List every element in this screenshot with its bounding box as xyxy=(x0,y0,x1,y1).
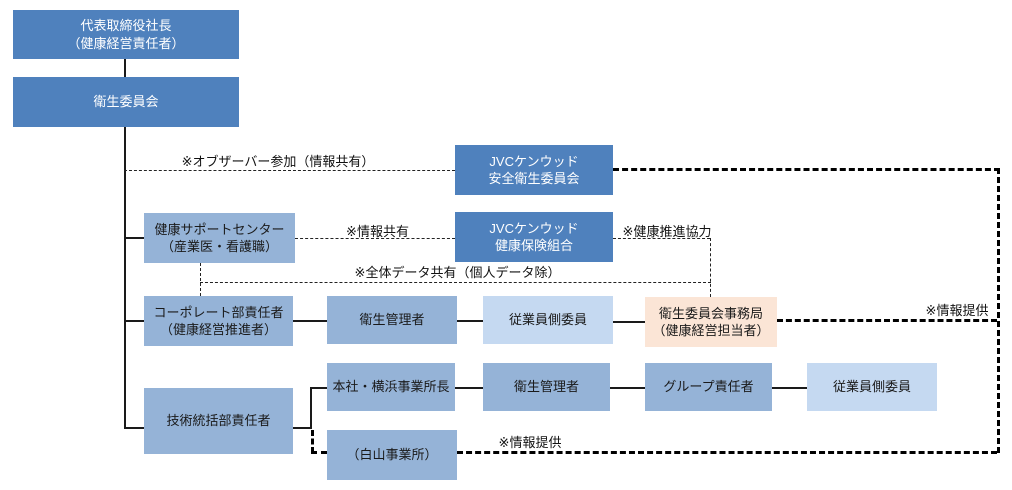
label-health-promotion: ※健康推進協力 xyxy=(622,224,712,239)
label-data-share: ※全体データ共有（個人データ除） xyxy=(354,265,561,280)
org-box-hygiene-manager-1: 衛生管理者 xyxy=(327,296,457,344)
dashed-data-share-v xyxy=(200,263,201,296)
connector-to-health-support xyxy=(124,237,144,239)
bold-dash-secretariat-right xyxy=(777,319,997,322)
org-box-jvc-safety-committee: JVCケンウッド 安全衛生委員会 xyxy=(455,145,613,195)
org-box-hygiene-manager-2: 衛生管理者 xyxy=(483,363,610,411)
label-info-provide-right: ※情報提供 xyxy=(925,303,989,318)
bold-dash-hakusan-vertical xyxy=(311,430,314,453)
connector-manager2-group xyxy=(610,387,645,389)
label-info-share: ※情報共有 xyxy=(346,224,409,239)
connector-main-vertical xyxy=(124,127,126,429)
connector-hq-manager2 xyxy=(455,387,483,389)
org-box-group-head: グループ責任者 xyxy=(645,363,772,411)
bold-dash-safety-right xyxy=(613,168,1000,171)
org-box-employee-member-1: 従業員側委員 xyxy=(483,296,613,344)
org-box-hygiene-committee: 衛生委員会 xyxy=(13,77,239,127)
org-box-tech-division-head: 技術統括部責任者 xyxy=(144,388,293,454)
bold-dash-bottom xyxy=(457,451,997,454)
connector-to-tech-division xyxy=(124,427,144,429)
dashed-health-promo-v xyxy=(710,238,711,297)
org-box-health-support-center: 健康サポートセンター （産業医・看護職） xyxy=(144,213,295,263)
connector-employee1-secretariat xyxy=(613,321,645,323)
connector-corporate-manager1 xyxy=(293,320,327,322)
dashed-info-share-line xyxy=(295,238,455,239)
dashed-health-promo-h xyxy=(613,238,710,239)
connector-manager1-employee1 xyxy=(457,320,483,322)
connector-group-employee2 xyxy=(772,387,807,389)
org-box-secretariat: 衛生委員会事務局 （健康経営担当者） xyxy=(645,297,777,347)
dashed-data-share-h xyxy=(200,282,711,283)
connector-to-corporate xyxy=(124,320,144,322)
connector-tech-junction xyxy=(293,427,312,429)
label-info-provide-bottom: ※情報提供 xyxy=(498,435,562,450)
connector-president-hygiene xyxy=(124,59,126,77)
dashed-observer-line xyxy=(124,170,455,171)
org-box-employee-member-2: 従業員側委員 xyxy=(807,363,937,411)
label-observer-participation: ※オブザーバー参加（情報共有） xyxy=(181,154,375,169)
org-box-corporate-head: コーポレート部責任者 （健康経営推進者） xyxy=(144,296,293,346)
org-box-president: 代表取締役社長 （健康経営責任者） xyxy=(13,10,239,59)
bold-dash-hakusan-link xyxy=(311,451,327,454)
connector-junction-vertical xyxy=(310,387,312,429)
bold-dash-right-vertical xyxy=(997,168,1000,453)
connector-junction-hq xyxy=(312,387,327,389)
org-box-hakusan-site: （白山事業所） xyxy=(327,430,457,480)
org-box-jvc-health-insurance: JVCケンウッド 健康保険組合 xyxy=(455,212,613,262)
org-box-hq-yokohama-site-head: 本社・横浜事業所長 xyxy=(327,363,455,411)
